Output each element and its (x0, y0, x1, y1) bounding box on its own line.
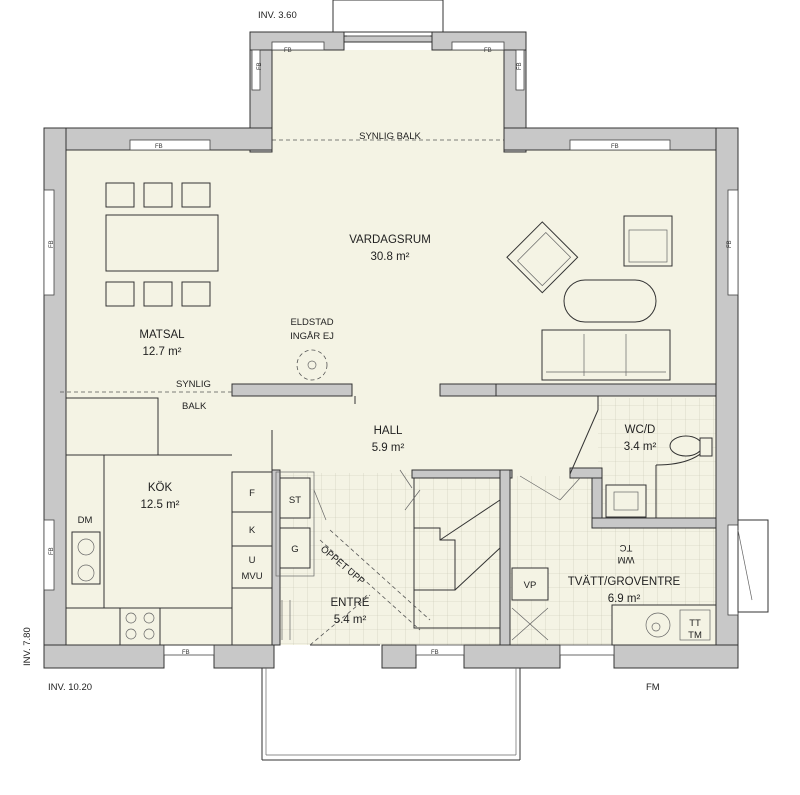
microwave-label: MVU (241, 571, 262, 582)
fb-label: FB (517, 62, 523, 70)
outer-walls (43, 127, 739, 669)
fb-label: FB (727, 240, 733, 248)
fb-label: FB (155, 144, 163, 150)
room-name-vardagsrum: VARDAGSRUM (349, 234, 431, 246)
fb-label: FB (49, 240, 55, 248)
room-name-entre: ENTRÉ (331, 596, 370, 609)
floor-area (66, 50, 716, 646)
inv-left-label: INV. 7.80 (22, 627, 33, 666)
inv-bottom-label: INV. 10.20 (48, 682, 92, 693)
room-area-vardagsrum: 30.8 m² (371, 251, 410, 263)
fb-label: FB (182, 650, 190, 656)
tc-label: TC (620, 542, 633, 553)
k-label: K (249, 525, 256, 536)
room-area-kok: 12.5 m² (141, 499, 180, 511)
fb-label: FB (611, 144, 619, 150)
synlig-balk-top-label: SYNLIG BALK (359, 131, 421, 142)
room-name-hall: HALL (374, 425, 403, 437)
room-area-wcd: 3.4 m² (624, 441, 657, 453)
fm-label: FM (646, 682, 660, 693)
oven-label: U (249, 555, 256, 566)
fridge-label: F (249, 488, 255, 499)
eldstad-label: ELDSTAD (290, 317, 333, 328)
room-area-matsal: 12.7 m² (143, 346, 182, 358)
room-name-kok: KÖK (148, 482, 173, 494)
fb-label: FB (284, 48, 292, 54)
st-label: ST (289, 495, 301, 506)
fb-label: FB (431, 650, 439, 656)
side-door (737, 519, 769, 613)
room-area-hall: 5.9 m² (372, 442, 405, 454)
dining-table-set (105, 182, 219, 307)
inv-top-label: INV. 3.60 (258, 10, 297, 21)
synlig-balk-label-1: SYNLIG (176, 379, 211, 390)
tt-label: TT (689, 618, 701, 629)
g-label: G (291, 544, 298, 555)
room-name-wcd: WC/D (625, 424, 656, 436)
tm-label: TM (688, 630, 702, 641)
dishwasher-label: DM (78, 515, 93, 526)
room-area-tvatt: 6.9 m² (608, 593, 641, 605)
kitchen-counters (65, 397, 327, 646)
fb-label: FB (484, 48, 492, 54)
entrance-porch (261, 594, 521, 761)
room-name-tvatt: TVÄTT/GROVENTRE (568, 576, 681, 588)
eldstad-not-included-label: INGÅR EJ (290, 331, 334, 342)
wm-label: WM (617, 554, 634, 565)
living-furniture (296, 215, 673, 381)
dimensions: INV. 3.60 INV. 7.80 INV. 10.20 FM (22, 10, 660, 693)
room-name-matsal: MATSAL (139, 329, 185, 341)
fb-label: FB (257, 62, 263, 70)
room-labels: VARDAGSRUM 30.8 m² MATSAL 12.7 m² KÖK 12… (139, 234, 680, 626)
bay-window (249, 0, 527, 153)
bathroom-fixtures (511, 435, 717, 646)
fb-label: FB (49, 547, 55, 555)
room-area-entre: 5.4 m² (334, 614, 367, 626)
synlig-balk-label-2: BALK (182, 401, 207, 412)
fixture-labels: DM F K U MVU ST G VP TT TM (78, 488, 702, 641)
fb-labels: FB FB FB FB FB FB FB FB FB FB FB (49, 48, 733, 656)
vp-label: VP (524, 580, 537, 591)
